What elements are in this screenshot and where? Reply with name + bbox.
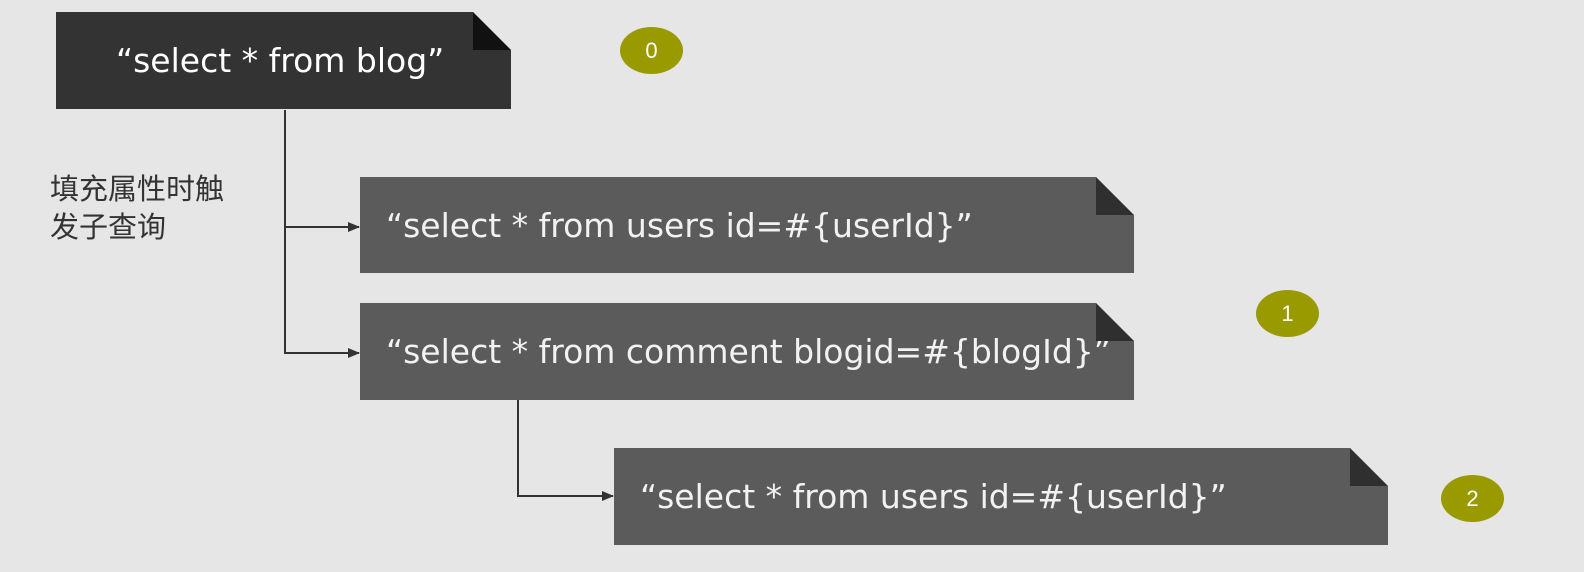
users-query-text: “select * from users id=#{userId}”: [386, 205, 973, 245]
users-query-node: “select * from users id=#{userId}”: [360, 177, 1134, 273]
nested-users-query-text: “select * from users id=#{userId}”: [640, 477, 1227, 516]
root-query-text: “select * from blog”: [116, 41, 445, 80]
subquery-trigger-annotation: 填充属性时触发子查询: [50, 172, 225, 244]
connector-root-to-users-query: [284, 110, 360, 232]
comment-query-node: “select * from comment blogid=#{blogId}”: [360, 303, 1134, 400]
root-query-node: “select * from blog”: [56, 12, 511, 109]
order-badge-0: 0: [620, 27, 683, 74]
nested-users-query-node: “select * from users id=#{userId}”: [614, 448, 1388, 545]
order-badge-2: 2: [1441, 475, 1504, 522]
order-badge-1: 1: [1256, 290, 1319, 337]
comment-query-text: “select * from comment blogid=#{blogId}”: [386, 332, 1111, 371]
connector-root-to-comment-query: [284, 227, 360, 358]
connector-comment-to-users-query: [517, 400, 614, 501]
